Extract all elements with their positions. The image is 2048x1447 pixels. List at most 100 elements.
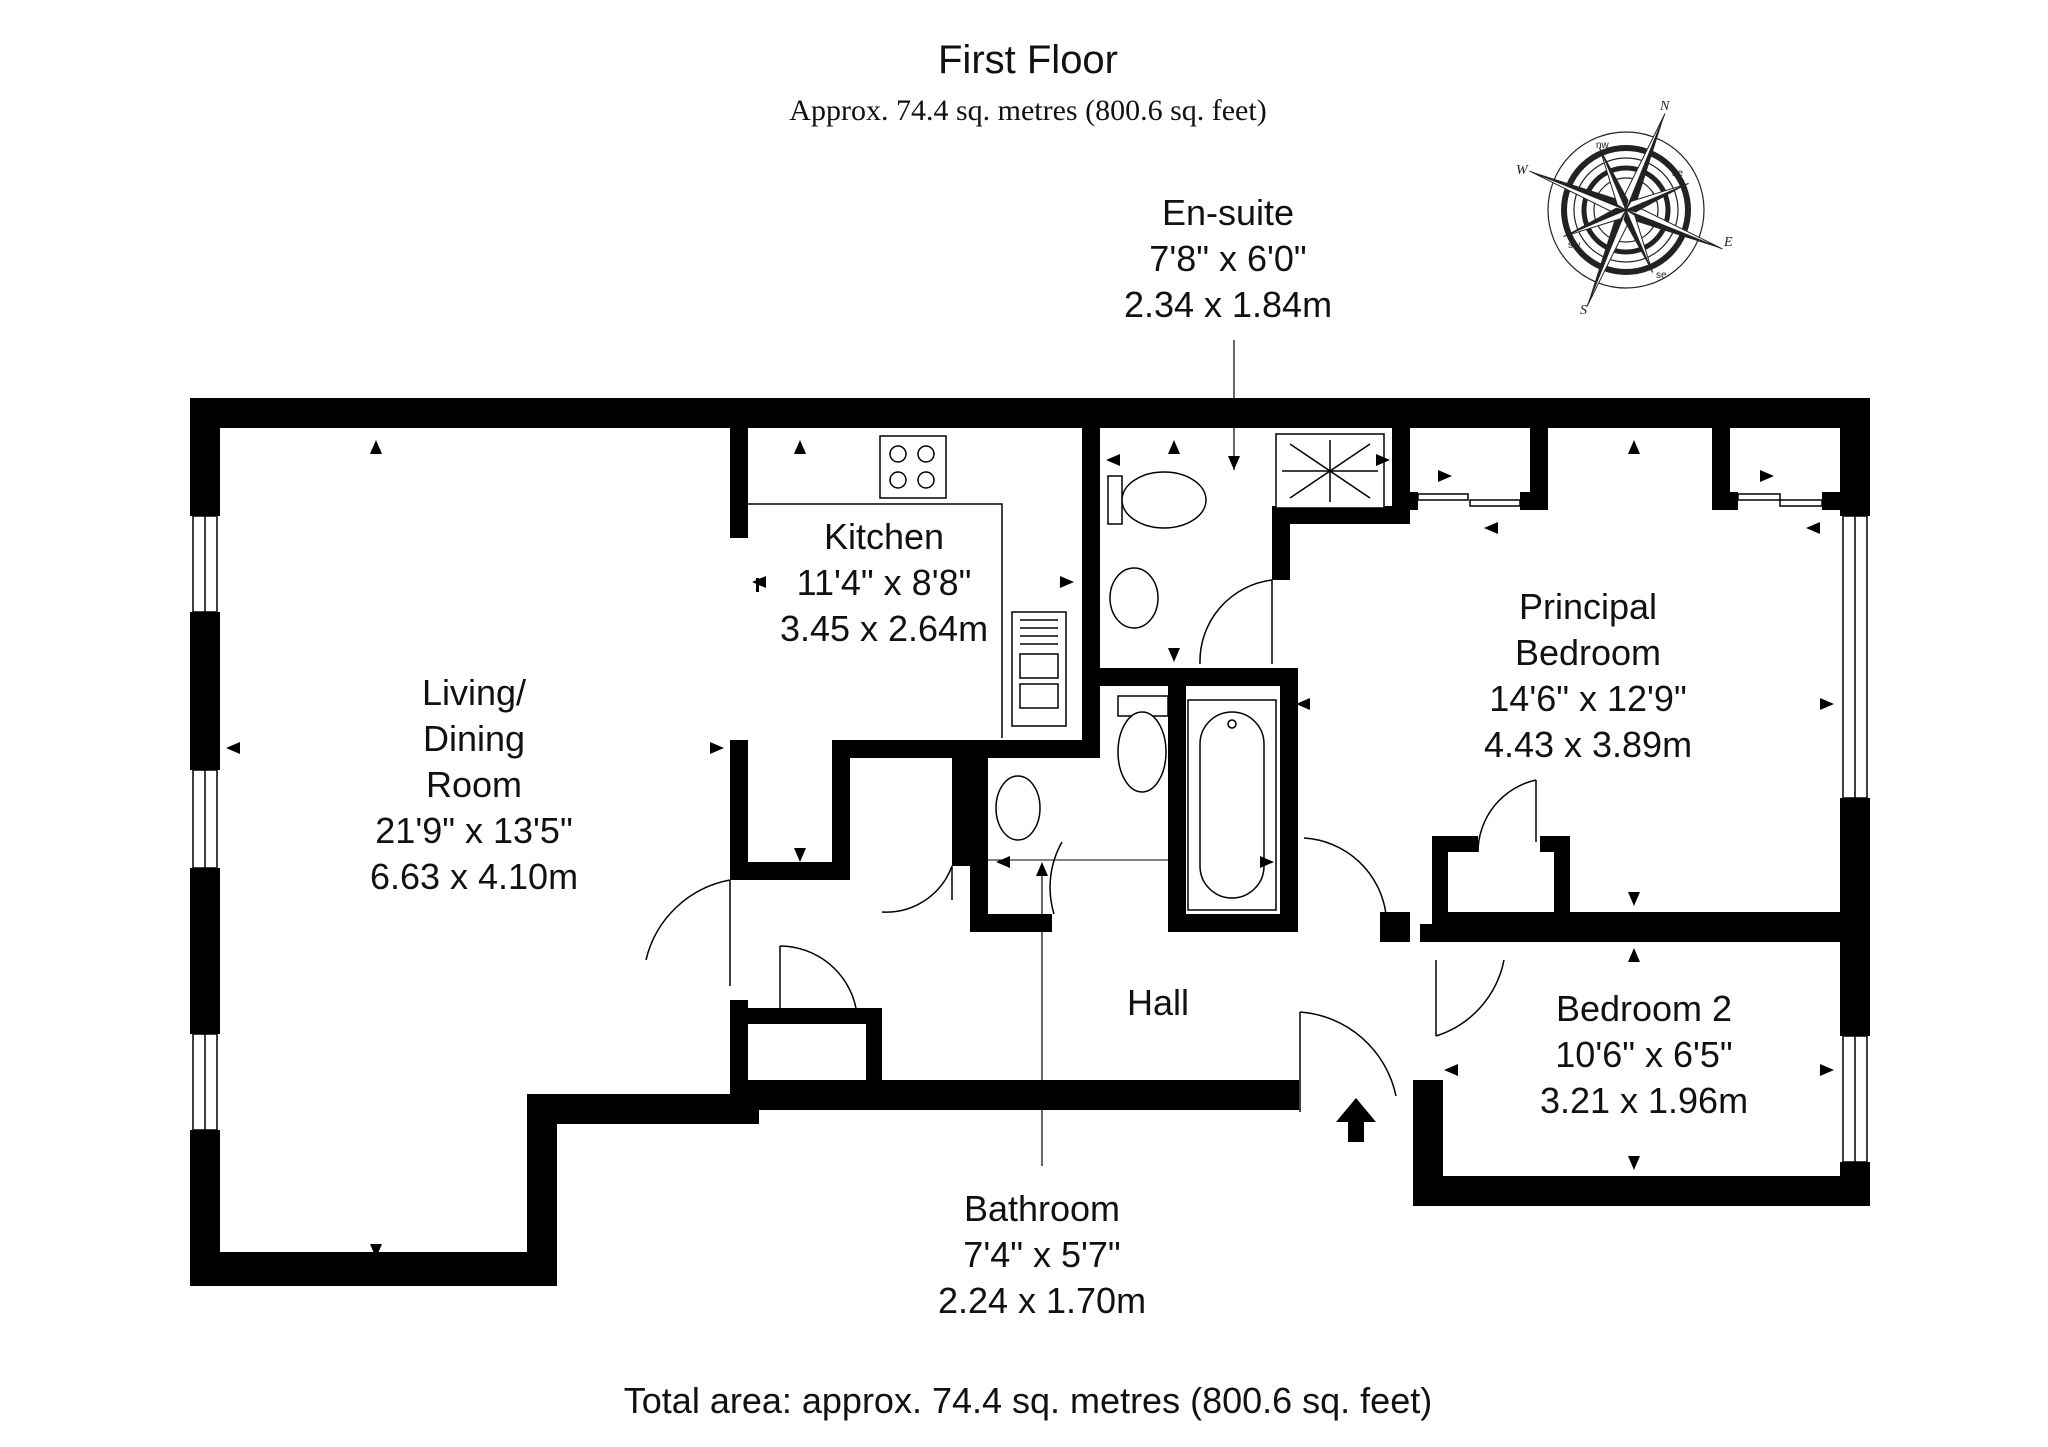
kitchen-name: Kitchen [823,516,945,557]
wall-wardrobe1-left [1392,428,1410,510]
wall-living-step-v [527,1094,557,1286]
ensuite-name: En-suite [1161,192,1295,233]
wall-living-step-h [527,1094,759,1124]
total-area: Total area: approx. 74.4 sq. metres (800… [623,1380,1433,1421]
wall-left-seg1 [190,398,220,516]
ensuite-basin [1109,567,1159,629]
wall-wardrobe1-bottom-r [1520,492,1548,510]
door-living [645,879,731,986]
room-label-bedroom2: Bedroom 2 10'6" x 6'5" 3.21 x 1.96m [1540,986,1748,1124]
living-name-1: Living/ [421,672,527,713]
compass-se: se [1656,270,1667,281]
compass-n: N [1659,99,1670,114]
wall-bathroom-bottom-right [1168,914,1298,932]
wardrobe-doors [1417,493,1823,507]
room-label-principal: Principal Bedroom 14'6" x 12'9" 4.43 x 3… [1484,584,1692,768]
wall-kitchen-ensuite [1082,428,1100,758]
room-label-living: Living/ Dining Room 21'9" x 13'5" 6.63 x… [370,670,578,900]
door-entrance [1299,1011,1397,1112]
fixtures [748,433,1385,911]
compass-rose: N E S W nw ne se sw [1516,99,1733,318]
door-ensuite-bath [1303,837,1387,915]
principal-metric: 4.43 x 3.89m [1483,724,1693,765]
wall-principal-cupboard-left [1432,836,1448,930]
wall-left-seg3 [190,868,220,1034]
wall-bed2-top [1420,924,1870,942]
bath [1187,699,1277,911]
compass-ne: ne [1672,168,1684,179]
leader-lines [1041,340,1235,1166]
shower-tray [1275,433,1385,509]
room-label-bathroom: Bathroom 7'4" x 5'7" 2.24 x 1.70m [938,1186,1146,1324]
wall-right-seg5 [1840,1162,1870,1206]
wall-bed2-left-upper [1420,924,1438,942]
floor-title: First Floor [938,38,1118,82]
bathroom-toilet [1117,695,1169,793]
bedroom2-name: Bedroom 2 [1555,988,1733,1029]
wall-top [190,398,1870,428]
kitchen-sink [1011,611,1067,727]
living-name-3: Room [425,764,523,805]
windows [192,515,1868,1163]
floor-area-subtitle: Approx. 74.4 sq. metres (800.6 sq. feet) [789,94,1267,127]
compass-e: E [1723,235,1733,250]
living-metric: 6.63 x 4.10m [369,856,579,897]
wall-principal-cupboard-top-l [1432,836,1478,852]
hall-name: Hall [1126,982,1190,1023]
bedroom2-metric: 3.21 x 1.96m [1539,1080,1749,1121]
door-cupboard-hall [779,945,857,1024]
bathroom-metric: 2.24 x 1.70m [937,1280,1147,1321]
wall-bathroom-bottom-left [970,914,1052,932]
doors [645,579,1537,1112]
wall-principal-cupboard-right [1554,836,1570,930]
door-bathroom [1049,841,1063,915]
wall-ensuite-right-lower [1280,668,1298,932]
room-label-kitchen: Kitchen 11'4" x 8'8" 3.45 x 2.64m [780,514,988,652]
wall-wardrobe2-bottom-l [1712,492,1738,510]
ensuite-metric: 2.34 x 1.84m [1123,284,1333,325]
bathroom-name: Bathroom [963,1188,1121,1229]
wall-bathroom-left [970,752,988,932]
ensuite-imperial: 7'8" x 6'0" [1149,238,1307,279]
door-ensuite [1199,579,1273,665]
bathroom-basin [995,775,1041,841]
wall-principal-bottom-left [1380,912,1410,942]
compass-w: W [1516,163,1529,178]
wall-store-right [952,740,970,866]
hob [879,435,947,499]
compass-sw: sw [1568,240,1581,251]
wall-bathroom-top [1082,668,1298,686]
kitchen-metric: 3.45 x 2.64m [779,608,989,649]
wall-living-kitchen-lower [730,740,748,880]
living-imperial: 21'9" x 13'5" [375,810,573,851]
wall-wardrobe1-right [1530,428,1548,510]
wall-kitchen-store-v [832,740,850,880]
wall-right-seg1 [1840,398,1870,516]
wall-hall-left-lower [730,1000,748,1110]
kitchen-worktop [748,503,1003,738]
wall-bath-divider [1168,668,1186,932]
principal-imperial: 14'6" x 12'9" [1489,678,1687,719]
wall-ensuite-notch-v [1272,506,1290,580]
entrance-arrow [1336,1098,1376,1142]
wall-cupboard-h [730,1008,880,1024]
compass-nw: nw [1596,140,1610,151]
wall-wardrobe2-left [1712,428,1730,510]
wall-left-seg2 [190,612,220,770]
living-name-2: Dining [422,718,526,759]
bathroom-imperial: 7'4" x 5'7" [963,1234,1121,1275]
door-bedroom2 [1435,959,1505,1037]
room-label-ensuite: En-suite 7'8" x 6'0" 2.34 x 1.84m [1124,190,1332,328]
ensuite-toilet [1107,471,1207,529]
wall-kitchen-bottom [730,862,850,880]
kitchen-imperial: 11'4" x 8'8" [796,562,972,603]
wall-wardrobe2-bottom-r [1822,492,1840,510]
bedroom2-imperial: 10'6" x 6'5" [1555,1034,1733,1075]
wall-bed2-bottom [1413,1176,1870,1206]
principal-name-1: Principal [1518,586,1658,627]
wall-ensuite-notch-h [1272,506,1410,524]
door-kitchen [881,865,953,913]
principal-name-2: Bedroom [1514,632,1662,673]
room-label-hall: Hall [1127,980,1189,1026]
